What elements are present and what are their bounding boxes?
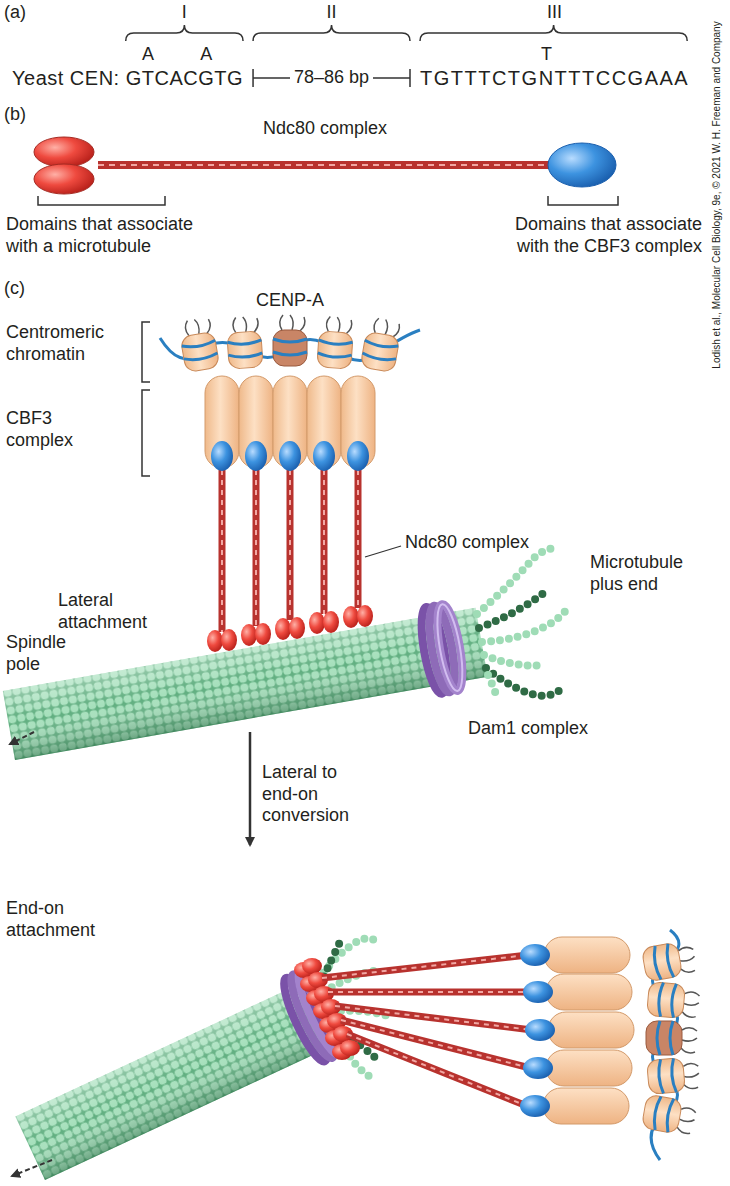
state-name: End-on attachment [6, 898, 106, 941]
ndc80-schematic [34, 137, 618, 205]
cbf3-complex [520, 937, 634, 1124]
pole-arrow [10, 732, 34, 744]
part-name: Spindle pole [6, 632, 86, 675]
region-number: III [547, 2, 562, 24]
panel-letter: (c) [4, 278, 25, 300]
part-name: Ndc80 complex [263, 118, 387, 140]
protofilament-ends [477, 548, 570, 700]
panel-letter: (b) [4, 104, 26, 126]
part-name: Ndc80 complex [405, 532, 529, 554]
region-brace [253, 25, 410, 41]
ndc80-ring [294, 955, 532, 1106]
part-note: Domains that associate with the CBF3 com… [502, 214, 702, 257]
spacer-length: 78–86 bp [290, 67, 373, 89]
step-name: Lateral to end-on conversion [262, 762, 362, 827]
part-note: Domains that associate with a microtubul… [6, 214, 206, 257]
base-variant: A [200, 44, 212, 66]
centromeric-chromatin [641, 930, 700, 1160]
centromeric-chromatin [160, 315, 420, 373]
region-number: I [182, 2, 187, 24]
leader-line [365, 546, 401, 557]
panel-letter: (a) [4, 2, 26, 24]
part-name: CBF3 complex [6, 408, 86, 451]
part-name: CENP-A [256, 290, 324, 312]
region-number: II [327, 2, 337, 24]
part-name: Microtubule plus end [590, 552, 700, 595]
step-arrow [249, 732, 252, 845]
bracket [142, 322, 150, 476]
dna-sequence: TGTTTCTGNTTTCCGAAA [420, 66, 689, 90]
part-name: Dam1 complex [468, 718, 588, 740]
base-variant: A [142, 44, 154, 66]
ndc80-rods [207, 441, 373, 652]
base-variant: T [541, 44, 552, 66]
copyright-note: Lodish et al., Molecular Cell Biology, 9… [711, 21, 723, 368]
part-name: Centromeric chromatin [6, 322, 131, 365]
pole-arrow [12, 1160, 52, 1176]
dna-sequence: Yeast CEN: GTCACGTG [12, 66, 243, 90]
dam1-ring [417, 603, 468, 696]
state-name: Lateral attachment [58, 590, 158, 633]
